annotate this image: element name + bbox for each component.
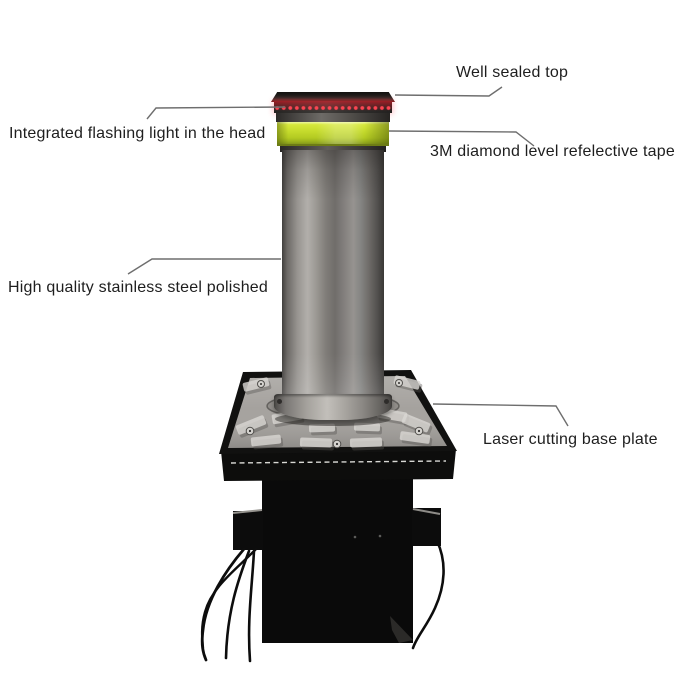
reflective-tape-band	[277, 122, 389, 146]
head-neck	[280, 146, 386, 152]
annotation-flashing-light: Integrated flashing light in the head	[9, 125, 266, 142]
callout-line-flashing-light	[146, 106, 286, 120]
bollard-top-cap	[271, 92, 395, 102]
collar-bolt-icon	[384, 399, 389, 404]
annotation-stainless-steel: High quality stainless steel polished	[8, 279, 268, 296]
power-cables	[200, 539, 445, 663]
annotation-reflective-tape: 3M diamond level refelective tape	[430, 143, 675, 160]
stainless-steel-cylinder	[282, 150, 384, 398]
callout-line-well-sealed-top	[394, 86, 503, 97]
callout-line-stainless-steel	[127, 258, 281, 275]
base-collar	[274, 394, 392, 420]
annotation-well-sealed-top: Well sealed top	[456, 64, 569, 81]
underground-housing	[262, 468, 413, 643]
collar-bolt-icon	[277, 399, 282, 404]
base-skirt	[221, 449, 456, 481]
callout-line-base-plate	[432, 403, 569, 427]
annotation-base-plate: Laser cutting base plate	[483, 431, 658, 448]
side-pipe-stubs	[232, 508, 441, 550]
led-flashing-light-ring	[274, 101, 392, 113]
head-trim-ring	[276, 113, 390, 122]
